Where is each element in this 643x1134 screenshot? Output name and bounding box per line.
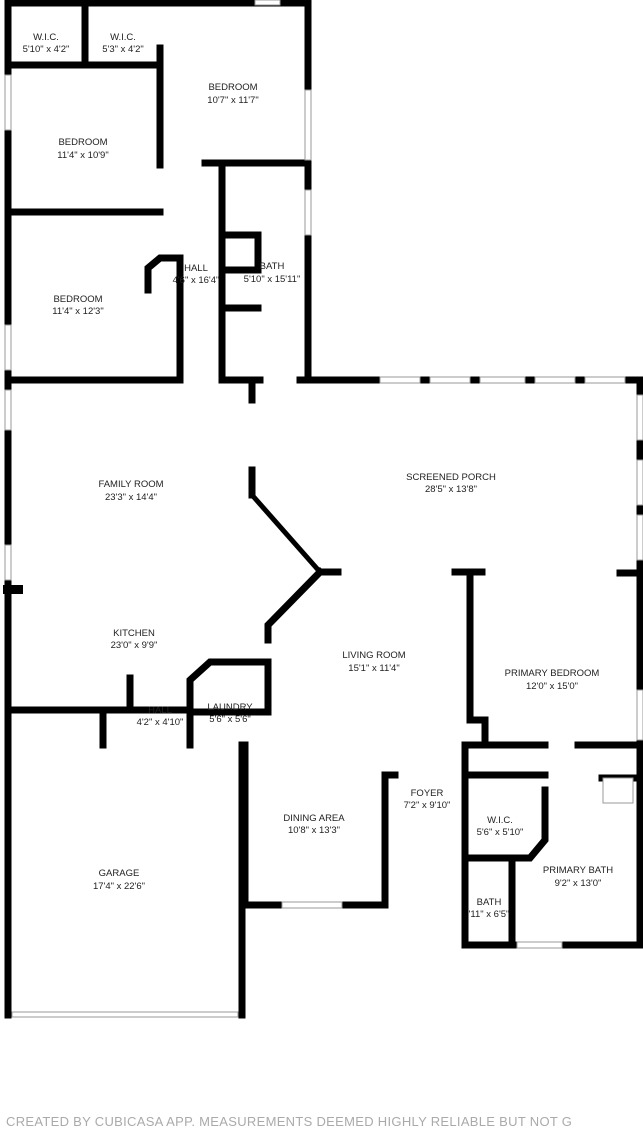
room-size: 11'4" x 10'9" xyxy=(57,150,108,161)
room-size: 11'4" x 12'3" xyxy=(52,306,103,317)
room-labels: W.I.C. 5'10" x 4'2" W.I.C. 5'3" x 4'2" B… xyxy=(23,32,614,920)
room-name: LAUNDRY xyxy=(207,702,253,713)
room-size: '11" x 6'5" xyxy=(469,909,510,920)
room-name: SCREENED PORCH xyxy=(406,472,496,483)
room-name: BEDROOM xyxy=(58,137,107,148)
room-size: 17'4" x 22'6" xyxy=(93,881,145,892)
room-name: DINING AREA xyxy=(283,813,345,824)
footer-disclaimer: CREATED BY CUBICASA APP. MEASUREMENTS DE… xyxy=(6,1114,573,1129)
room-name: GARAGE xyxy=(99,868,140,879)
room-name: BEDROOM xyxy=(208,82,257,93)
room-name: BATH xyxy=(477,897,502,908)
room-name: KITCHEN xyxy=(113,628,155,639)
room-name: W.I.C. xyxy=(110,32,136,43)
room-size: 10'7" x 11'7" xyxy=(207,95,258,106)
room-size: 23'3" x 14'4" xyxy=(105,492,157,503)
room-size: 5'10" x 15'11" xyxy=(244,274,301,285)
room-size: 9'2" x 13'0" xyxy=(555,878,602,889)
room-name: W.I.C. xyxy=(487,815,513,826)
room-name: FAMILY ROOM xyxy=(98,479,163,490)
room-name: HALL xyxy=(184,263,208,274)
room-name: LIVING ROOM xyxy=(342,650,405,661)
windows xyxy=(4,0,643,1018)
room-size: 12'0" x 15'0" xyxy=(526,681,578,692)
room-size: 10'8" x 13'3" xyxy=(288,825,340,836)
room-size: 5'6" x 5'10" xyxy=(477,827,524,838)
column xyxy=(3,585,23,594)
room-size: 5'10" x 4'2" xyxy=(23,44,70,55)
room-size: 4'6" x 16'4" xyxy=(173,275,220,286)
room-size: 4'2" x 4'10" xyxy=(137,717,184,728)
room-name: W.I.C. xyxy=(33,32,59,43)
room-size: 5'3" x 4'2" xyxy=(102,44,144,55)
room-size: 28'5" x 13'8" xyxy=(425,484,477,495)
room-size: 23'0" x 9'9" xyxy=(111,640,158,651)
room-size: 5'6" x 5'6" xyxy=(209,714,251,725)
room-name: PRIMARY BATH xyxy=(543,865,613,876)
room-size: 7'2" x 9'10" xyxy=(404,800,451,811)
room-name: FOYER xyxy=(411,788,444,799)
room-name: PRIMARY BEDROOM xyxy=(505,668,600,679)
room-size: 15'1" x 11'4" xyxy=(348,663,399,674)
room-name: HALL xyxy=(148,705,172,716)
room-name: BATH xyxy=(260,261,285,272)
room-name: BEDROOM xyxy=(53,294,102,305)
